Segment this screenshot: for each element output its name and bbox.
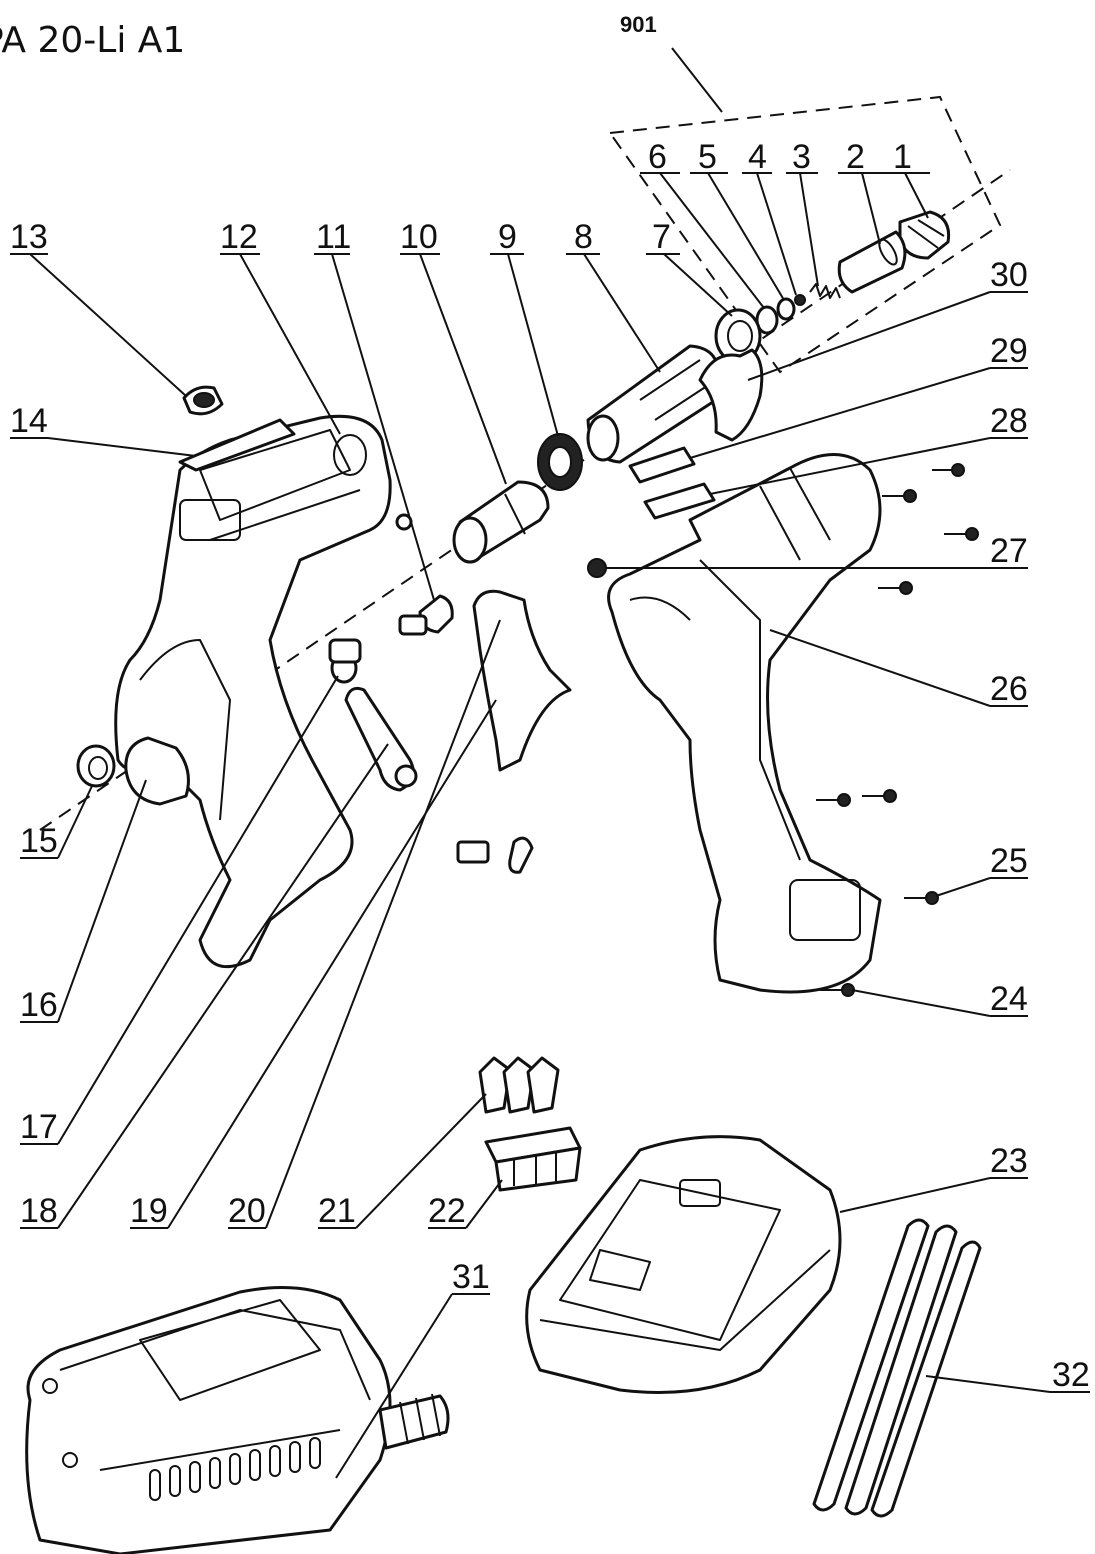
callout-28: 28 bbox=[990, 402, 1028, 440]
part-pad-29 bbox=[628, 446, 696, 484]
part-drawings bbox=[25, 210, 982, 1554]
part-screws bbox=[816, 463, 979, 997]
callout-12: 12 bbox=[220, 218, 258, 256]
part-small-ring bbox=[776, 297, 796, 321]
callout-23: 23 bbox=[990, 1142, 1028, 1180]
callout-10: 10 bbox=[400, 218, 438, 256]
callout-21: 21 bbox=[318, 1192, 356, 1230]
part-clamp bbox=[698, 348, 764, 442]
callout-numbers: 1 2 3 4 5 6 7 8 9 10 11 12 13 14 15 16 1… bbox=[10, 138, 1090, 1394]
part-battery bbox=[525, 1135, 842, 1394]
leader-lines bbox=[10, 172, 1090, 1479]
callout-24: 24 bbox=[990, 980, 1028, 1018]
callout-31: 31 bbox=[452, 1258, 490, 1296]
model-title: PA 20-Li A1 bbox=[0, 20, 185, 61]
callout-20: 20 bbox=[228, 1192, 266, 1230]
callout-2: 2 bbox=[846, 138, 865, 176]
part-nozzle-body bbox=[837, 230, 907, 294]
callout-29: 29 bbox=[990, 332, 1028, 370]
part-trigger bbox=[472, 589, 572, 772]
part-ball bbox=[794, 294, 806, 306]
callout-6: 6 bbox=[648, 138, 667, 176]
part-motor-holder bbox=[124, 736, 190, 806]
callout-19: 19 bbox=[130, 1192, 168, 1230]
part-contact-clips bbox=[478, 1056, 560, 1114]
callout-22: 22 bbox=[428, 1192, 466, 1230]
part-feed-tube bbox=[452, 480, 550, 564]
callout-18: 18 bbox=[20, 1192, 58, 1230]
callout-7: 7 bbox=[652, 218, 671, 256]
callout-11: 11 bbox=[316, 218, 351, 256]
callout-3: 3 bbox=[792, 138, 811, 176]
part-spring bbox=[809, 283, 841, 299]
part-button bbox=[182, 385, 224, 416]
callout-26: 26 bbox=[990, 670, 1028, 708]
callout-15: 15 bbox=[20, 822, 58, 860]
callout-4: 4 bbox=[748, 138, 767, 176]
callout-17: 17 bbox=[20, 1108, 58, 1146]
callout-13: 13 bbox=[10, 218, 48, 256]
part-connector bbox=[456, 836, 534, 874]
group-label: 901 bbox=[620, 12, 657, 37]
part-charger bbox=[25, 1286, 450, 1554]
part-right-housing bbox=[607, 453, 882, 994]
callout-16: 16 bbox=[20, 986, 58, 1024]
part-silicone-ring bbox=[537, 433, 583, 491]
part-gear bbox=[328, 638, 362, 684]
part-nozzle-tip bbox=[898, 210, 951, 260]
part-pad-28 bbox=[643, 482, 716, 520]
callout-1: 1 bbox=[893, 138, 912, 176]
callout-8: 8 bbox=[574, 218, 593, 256]
part-plate bbox=[178, 418, 296, 472]
part-end-ring bbox=[76, 744, 116, 788]
part-hex-nut bbox=[587, 558, 607, 578]
callout-25: 25 bbox=[990, 842, 1028, 880]
callout-5: 5 bbox=[698, 138, 717, 176]
part-terminal-block bbox=[484, 1126, 582, 1192]
callout-9: 9 bbox=[498, 218, 517, 256]
callout-27: 27 bbox=[990, 532, 1028, 570]
part-glue-sticks bbox=[812, 1218, 982, 1518]
part-switch bbox=[398, 594, 454, 636]
part-left-housing bbox=[114, 414, 392, 969]
callout-14: 14 bbox=[10, 402, 48, 440]
callout-30: 30 bbox=[990, 256, 1028, 294]
part-heating-barrel bbox=[586, 344, 720, 464]
part-lever bbox=[344, 686, 418, 792]
callout-32: 32 bbox=[1052, 1356, 1090, 1394]
